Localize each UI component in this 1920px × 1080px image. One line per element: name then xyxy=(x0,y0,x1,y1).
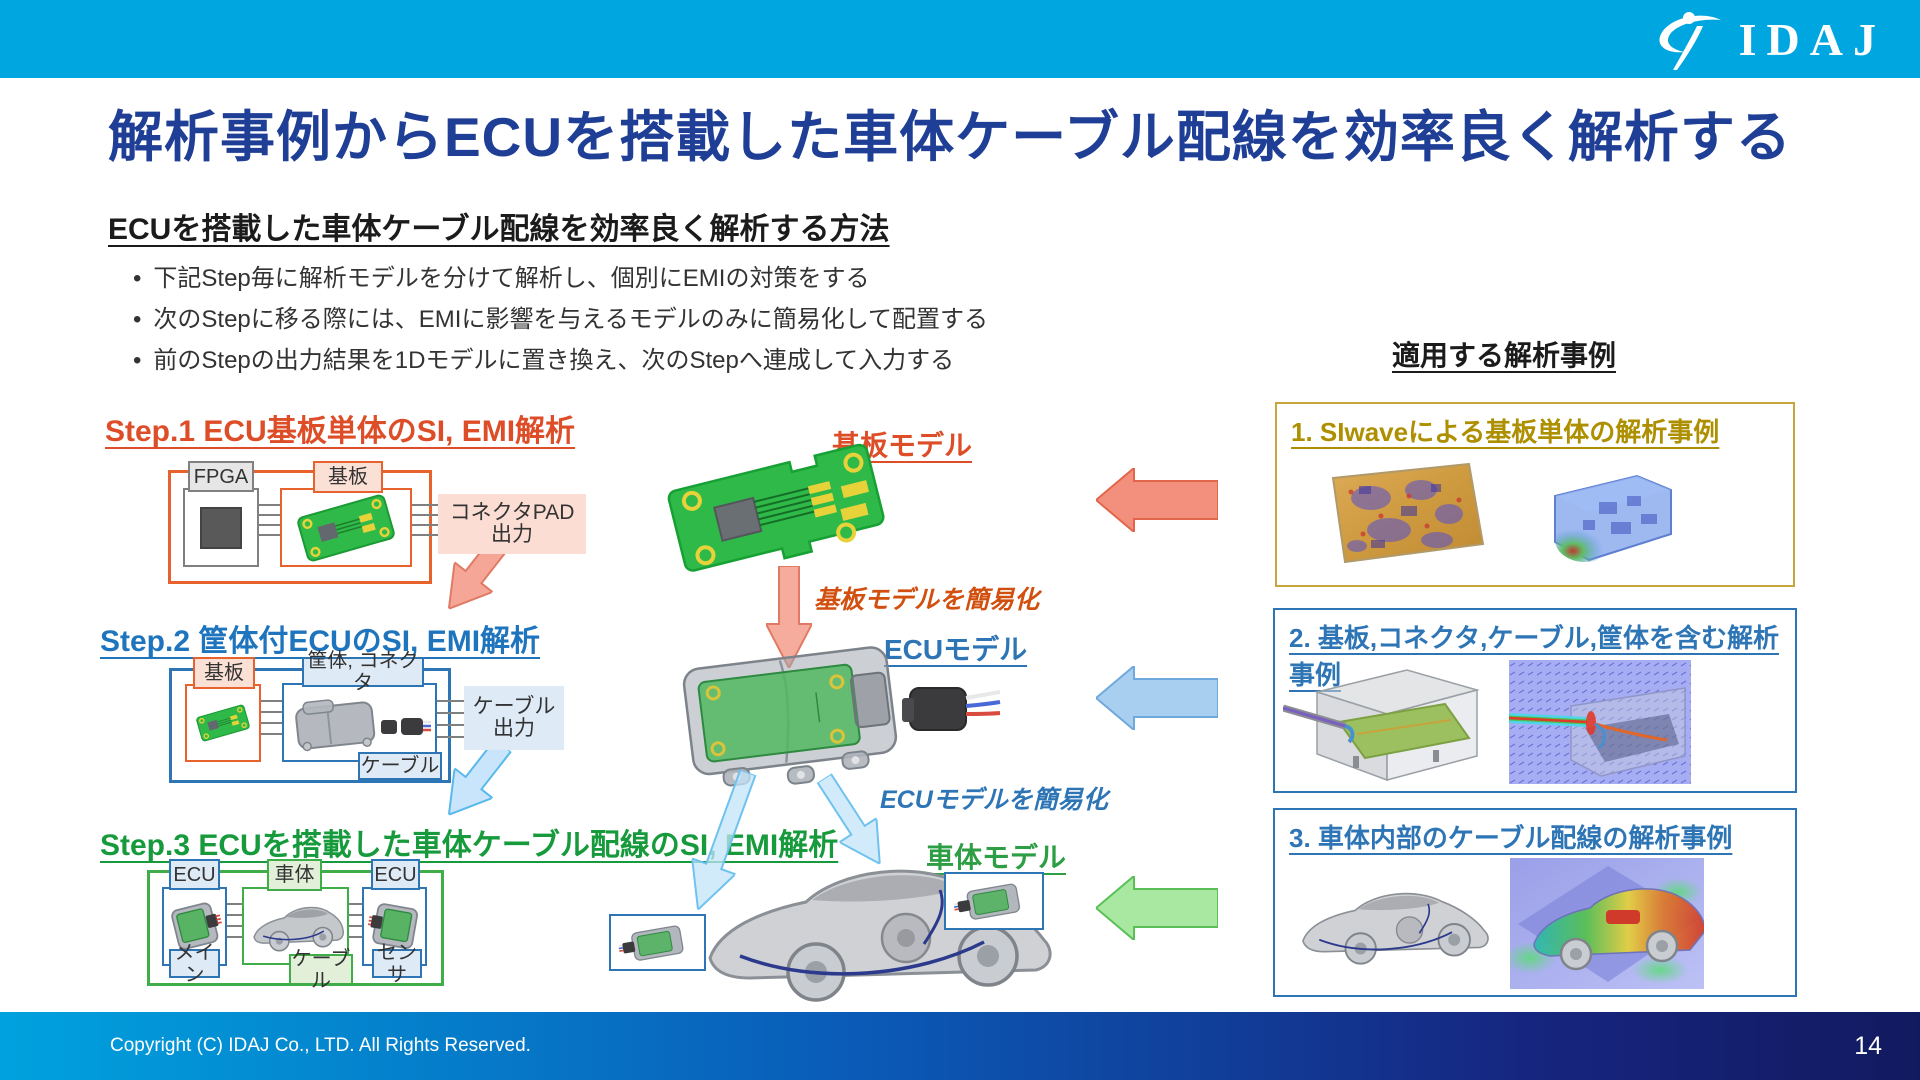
step3-ecu-right-label: ECU xyxy=(371,859,420,890)
step3-sensor-label: センサ xyxy=(372,942,422,986)
case3-image-car-model xyxy=(1302,892,1489,965)
step3-ecu-left-label: ECU xyxy=(169,859,220,890)
ecu-simplify-arrow-left-icon xyxy=(690,768,757,912)
car-ecu-front-box xyxy=(609,914,706,971)
pcb-mini-icon xyxy=(196,704,250,742)
bullet-dot: • xyxy=(133,347,142,374)
bullet-item: • 下記Step毎に解析モデルを分けて解析し、個別にEMIの対策をする xyxy=(133,258,988,299)
bullet-item: • 次のStepに移る際には、EMIに影響を与えるモデルのみに簡易化して配置する xyxy=(133,299,988,340)
step1-heading: Step.1 ECU基板単体のSI, EMI解析 xyxy=(105,415,576,448)
step1-fpga-label: FPGA xyxy=(188,461,254,492)
idaj-swoosh-icon xyxy=(1659,12,1721,70)
case3-title: 3. 車体内部のケーブル配線の解析事例 xyxy=(1289,823,1733,853)
idaj-logo-text: IDAJ xyxy=(1738,13,1886,65)
car-ecu-rear-box xyxy=(944,872,1044,930)
idaj-logo: IDAJ xyxy=(1651,8,1886,70)
cases-header: 適用する解析事例 xyxy=(1392,340,1617,371)
step1-board-label: 基板 xyxy=(313,461,383,493)
step3-cable-label: ケーブル xyxy=(289,948,353,992)
pcb-mini-icon xyxy=(297,494,395,561)
step2-housing-label: 筐体, コネクタ xyxy=(302,650,424,694)
page-number: 14 xyxy=(1854,1031,1882,1060)
case2-title: 2. 基板,コネクタ,ケーブル,筐体を含む解析事例 xyxy=(1289,623,1779,690)
case2-image-model xyxy=(1283,669,1480,782)
step1-outer-box xyxy=(168,470,432,584)
step1-output-label: コネクタPAD 出力 xyxy=(438,494,586,554)
case1-title: 1. SIwaveによる基板単体の解析事例 xyxy=(1291,417,1720,447)
case3-image-emi-car xyxy=(1510,858,1704,989)
case3-link-arrow-icon xyxy=(1096,876,1218,940)
case1-image-siwave-board xyxy=(1331,462,1485,564)
case2-link-arrow-icon xyxy=(1096,666,1218,730)
bullet-list: • 下記Step毎に解析モデルを分けて解析し、個別にEMIの対策をする • 次の… xyxy=(133,258,988,381)
ecu-simplify-label: ECUモデルを簡易化 xyxy=(880,786,1108,814)
case2-box: 2. 基板,コネクタ,ケーブル,筐体を含む解析事例 xyxy=(1273,608,1797,793)
step2-output-label: ケーブル 出力 xyxy=(464,686,564,750)
case2-image-field xyxy=(1509,660,1691,784)
board-simplify-arrow-icon xyxy=(766,566,812,668)
bullet-text: 下記Step毎に解析モデルを分けて解析し、個別にEMIの対策をする xyxy=(153,265,870,292)
step1-board-box xyxy=(280,488,412,567)
case3-box: 3. 車体内部のケーブル配線の解析事例 xyxy=(1273,808,1797,997)
ecu-mini-icon xyxy=(367,902,418,949)
top-bar xyxy=(0,0,1920,78)
step2-cable-label: ケーブル xyxy=(358,752,442,780)
ecu-model-image xyxy=(682,646,1001,787)
car-mini-icon xyxy=(252,906,344,952)
step2-heading: Step.2 筐体付ECUのSI, EMI解析 xyxy=(100,625,541,658)
footer-bar: Copyright (C) IDAJ Co., LTD. All Rights … xyxy=(0,1012,1920,1080)
step2-board-box xyxy=(185,684,261,762)
board-simplify-label: 基板モデルを簡易化 xyxy=(814,586,1040,614)
ecu-model-label: ECUモデル xyxy=(884,634,1028,665)
step2-board-label: 基板 xyxy=(193,657,255,689)
step3-body-label: 車体 xyxy=(267,859,322,891)
case1-box: 1. SIwaveによる基板単体の解析事例 xyxy=(1275,402,1795,587)
ecu-housing-mini-icon xyxy=(294,698,431,751)
step2-to-step3-arrow-icon xyxy=(447,737,513,817)
step3-main-label: メイン xyxy=(169,942,220,986)
case1-image-emi-board xyxy=(1554,474,1672,562)
bullet-dot: • xyxy=(133,306,142,333)
body-model-label: 車体モデル xyxy=(926,842,1067,873)
case1-link-arrow-icon xyxy=(1096,468,1218,532)
page-title: 解析事例からECUを搭載した車体ケーブル配線を効率良く解析する xyxy=(108,106,1792,168)
step3-body-box xyxy=(242,887,349,965)
bullet-text: 前のStepの出力結果を1Dモデルに置き換え、次のStepへ連成して入力する xyxy=(153,347,955,374)
subtitle: ECUを搭載した車体ケーブル配線を効率良く解析する方法 xyxy=(108,213,890,246)
step1-fpga-box xyxy=(183,488,259,567)
ecu-simplify-arrow-right-icon xyxy=(816,772,881,866)
bullet-item: • 前のStepの出力結果を1Dモデルに置き換え、次のStepへ連成して入力する xyxy=(133,340,988,381)
ecu-mini-icon xyxy=(170,902,222,950)
ecu-mini-icon xyxy=(953,883,1021,920)
board-model-image xyxy=(667,443,885,572)
fpga-chip-icon xyxy=(200,506,242,549)
copyright-text: Copyright (C) IDAJ Co., LTD. All Rights … xyxy=(110,1035,531,1056)
bullet-dot: • xyxy=(133,265,142,292)
ecu-mini-icon xyxy=(617,924,684,961)
bullet-text: 次のStepに移る際には、EMIに影響を与えるモデルのみに簡易化して配置する xyxy=(153,306,989,333)
step2-housing-box xyxy=(282,683,437,762)
